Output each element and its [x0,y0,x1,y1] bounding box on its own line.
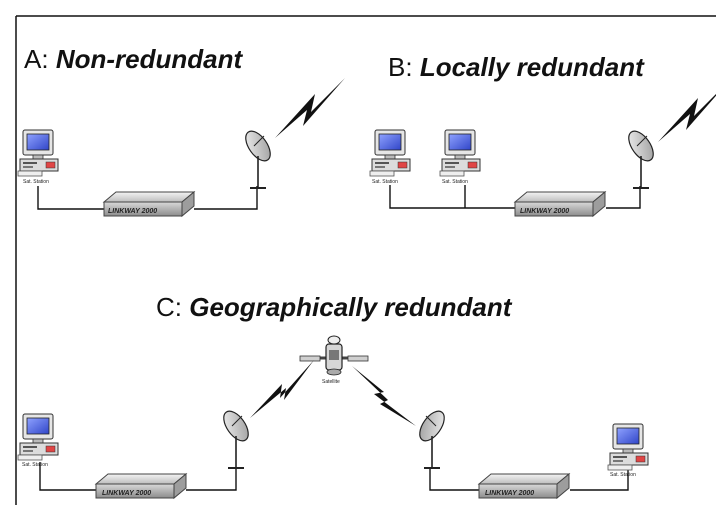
panel-b-dish-icon [622,125,660,189]
panel-b-station-1-icon [369,129,411,177]
panel-c-signal-right [352,366,416,426]
panel-b-title: B: Locally redundant [388,52,644,83]
panel-b-signal-bolt [658,82,716,142]
panel-a-link-dish [194,186,258,210]
panel-c-title: C: Geographically redundant [156,292,511,323]
panel-a-network: Sat. Station LINKWAY 2000 [17,78,345,217]
panel-c-left-box-label: LINKWAY 2000 [102,490,151,497]
panel-c-prefix: C: [156,292,182,322]
panel-c-right-station-label: Sat. Station [610,472,636,478]
panel-a-box-label: LINKWAY 2000 [108,208,157,215]
panel-b-prefix: B: [388,52,413,82]
satellite-label: Satellite [322,379,340,385]
panel-a-station-label: Sat. Station [23,179,49,185]
panel-c-right-dish-icon [413,405,451,469]
panel-a-dish-icon [239,125,277,189]
panel-b-station-2-label: Sat. Station [442,179,468,185]
panel-c-left-station-icon [17,413,59,461]
panel-b-link-station-1 [389,185,516,209]
panel-c-right-box-label: LINKWAY 2000 [485,490,534,497]
panel-c-left-station-label: Sat. Station [22,462,48,468]
panel-a-name: Non-redundant [55,44,243,74]
panel-a-station-icon [17,129,59,177]
panel-a-prefix: A: [24,44,49,74]
panel-c-name: Geographically redundant [189,292,512,322]
panel-c-link-right-station [570,462,629,491]
panel-c-link-left-station [39,462,97,491]
panel-b-box-label: LINKWAY 2000 [520,208,569,215]
panel-b-link-dish [606,186,641,209]
panel-a-title: A: Non-redundant [24,44,242,75]
panel-c-network: Satellite Sat. Station LINKWAY 2000 [17,335,649,499]
panel-a-signal-bolt [275,78,345,138]
panel-b-station-2-icon [439,129,481,177]
panel-c-right-station-icon [607,423,649,471]
panel-c-link-left-dish [186,467,237,491]
panel-b-station-1-label: Sat. Station [372,179,398,185]
panel-b-name: Locally redundant [419,52,644,82]
panel-a-link-station [37,186,105,210]
panel-c-left-dish-icon [217,405,255,469]
panel-c-link-right-dish [429,467,480,491]
panel-c-signal-left [250,360,314,418]
panel-b-network: Sat. Station Sat. Station LINKWAY 2000 [369,82,716,217]
satellite-icon [299,335,369,376]
